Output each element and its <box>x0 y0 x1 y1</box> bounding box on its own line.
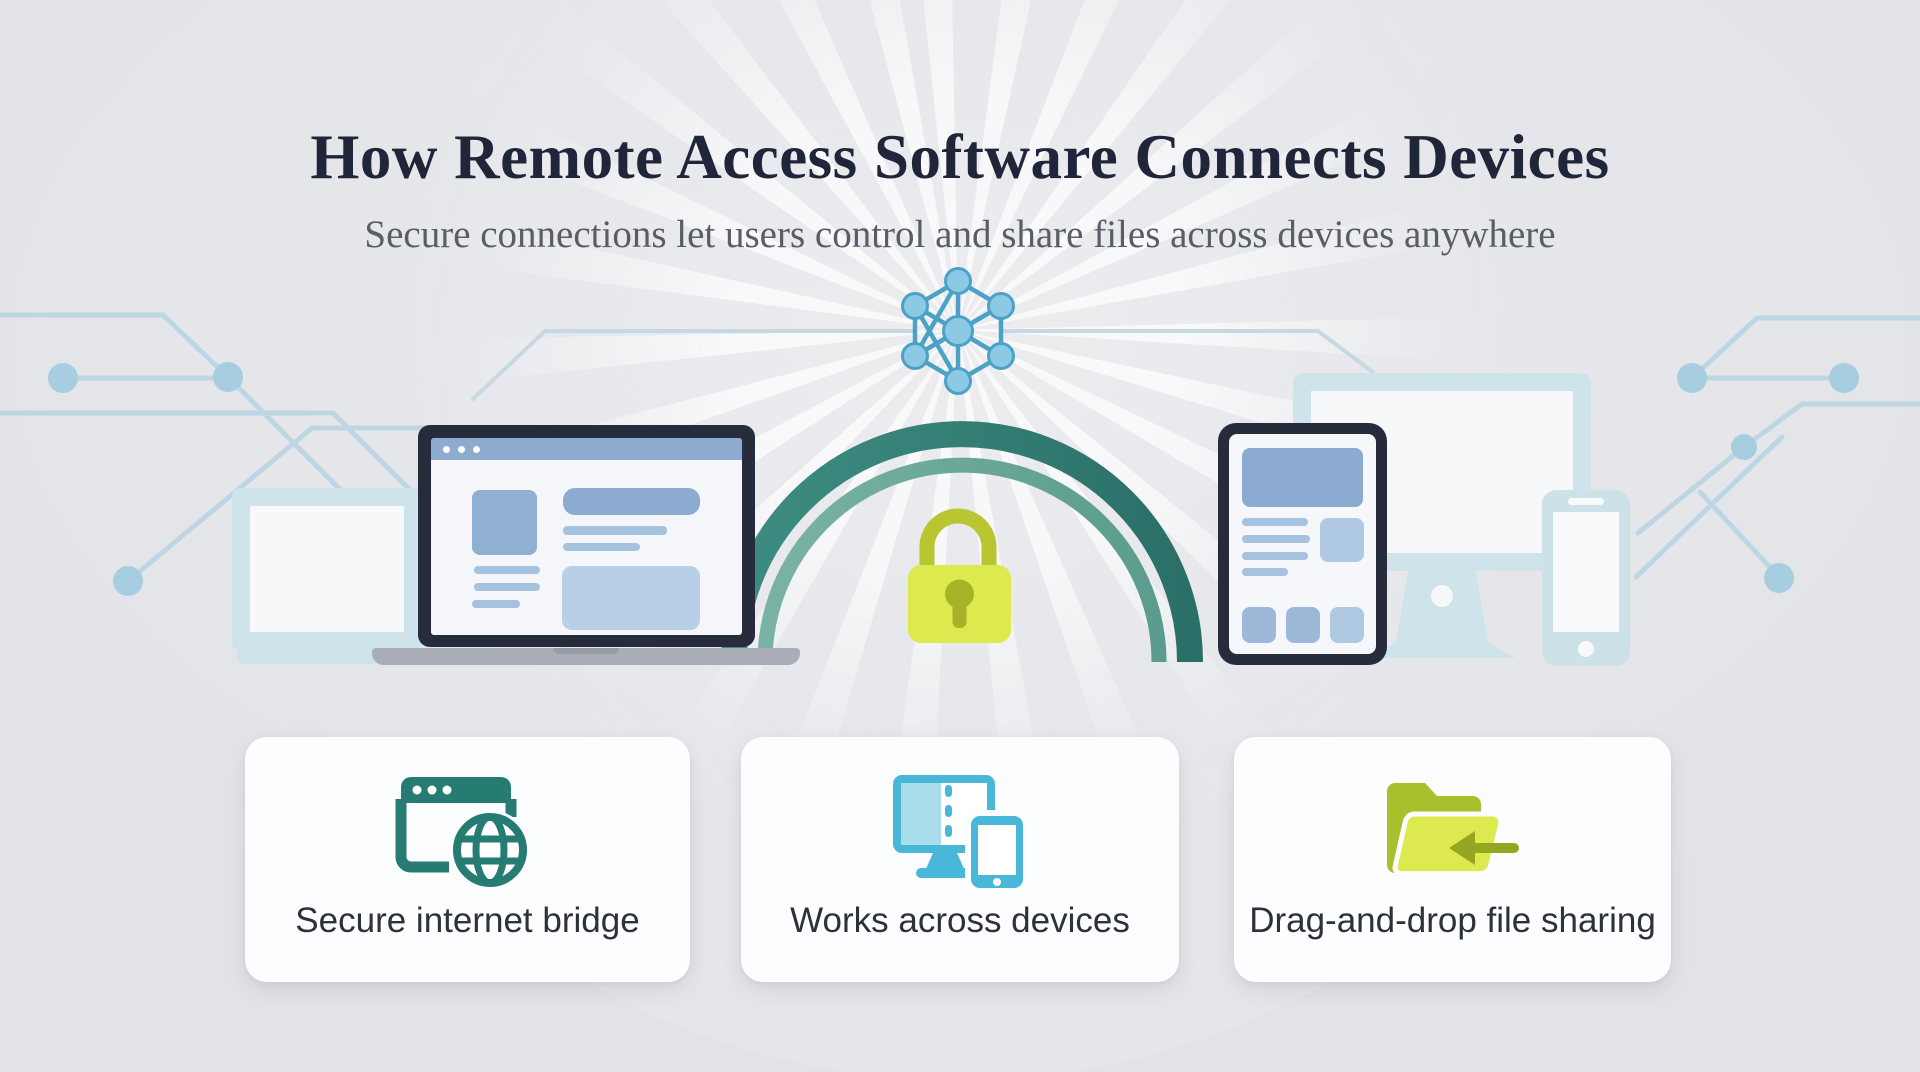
content-block <box>1320 518 1364 562</box>
text-line <box>474 583 540 591</box>
text-line <box>474 566 540 574</box>
text-line <box>563 543 640 551</box>
text-line <box>472 600 520 608</box>
laptop-screen <box>418 425 755 647</box>
content-block <box>1242 448 1363 507</box>
ghost-phone <box>1542 490 1630 666</box>
content-block <box>1330 607 1364 643</box>
padlock-icon <box>908 508 1011 643</box>
laptop-notch <box>553 648 619 654</box>
secure-connection-arch <box>721 421 1203 663</box>
content-block <box>1286 607 1320 643</box>
monitor-phone-icon <box>893 775 1029 894</box>
card-label: Secure internet bridge <box>295 901 640 940</box>
feature-card-file-sharing: Drag-and-drop file sharing <box>1234 737 1671 982</box>
laptop-browser-window <box>431 438 742 635</box>
page-subtitle: Secure connections let users control and… <box>364 213 1556 256</box>
card-label: Works across devices <box>790 901 1130 940</box>
text-line <box>1242 568 1288 576</box>
tablet-screen <box>1229 434 1376 654</box>
window-dot-icon <box>473 445 480 453</box>
window-dot-icon <box>443 445 450 453</box>
text-line <box>1242 552 1308 560</box>
ghost-laptop <box>232 488 432 664</box>
content-block <box>472 490 537 555</box>
card-label: Drag-and-drop file sharing <box>1249 901 1656 940</box>
folder-arrow-icon <box>1386 783 1519 877</box>
content-block <box>1242 607 1276 643</box>
page-title: How Remote Access Software Connects Devi… <box>310 122 1610 193</box>
feature-card-secure-bridge: Secure internet bridge <box>245 737 690 982</box>
window-dot-icon <box>458 445 465 453</box>
network-nodes-icon <box>901 267 1015 395</box>
tablet-illustration <box>1218 423 1387 665</box>
text-line <box>1242 535 1310 543</box>
laptop-base <box>372 648 800 665</box>
content-block <box>562 566 700 630</box>
circuit-nodes <box>48 362 1859 596</box>
icon-connector-lines <box>470 329 1376 402</box>
browser-globe-icon <box>395 777 530 890</box>
browser-title-bar <box>431 438 742 460</box>
content-block <box>563 488 700 515</box>
text-line <box>1242 518 1308 526</box>
text-line <box>563 526 667 535</box>
feature-card-cross-device: Works across devices <box>741 737 1179 982</box>
